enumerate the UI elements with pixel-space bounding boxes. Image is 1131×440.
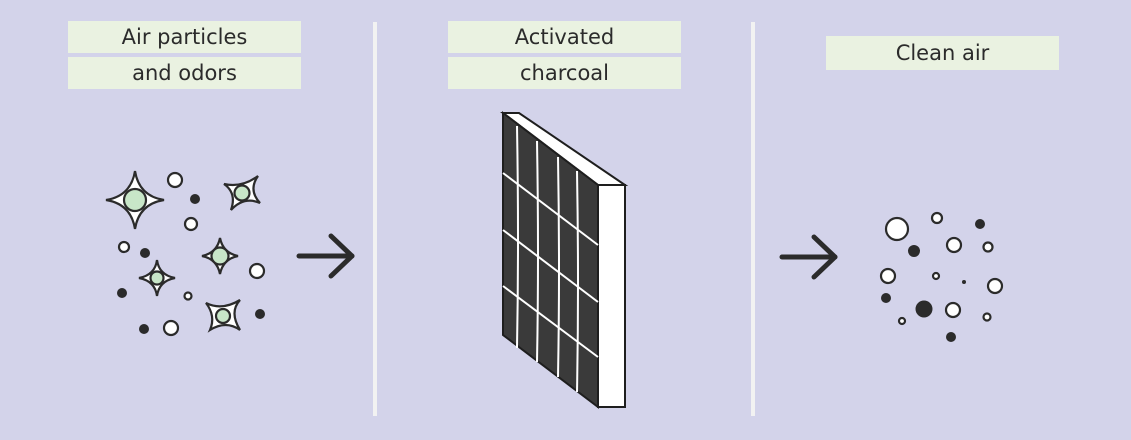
dot-particle-icon bbox=[255, 309, 265, 319]
arrow-right-icon bbox=[779, 234, 838, 280]
dot-particle-icon bbox=[166, 171, 184, 189]
arrow-right-icon bbox=[296, 233, 355, 279]
panel-2-label-line-2: charcoal bbox=[448, 57, 681, 89]
dot-particle-icon bbox=[139, 324, 149, 334]
panel-1-label-line-2: and odors bbox=[68, 57, 301, 89]
dot-particle-icon bbox=[944, 301, 962, 319]
dot-particle-icon bbox=[945, 236, 963, 254]
dot-particle-icon bbox=[982, 312, 992, 322]
dot-particle-icon bbox=[946, 332, 956, 342]
dot-particle-icon bbox=[162, 319, 180, 337]
air-particles-group bbox=[105, 170, 266, 337]
dot-particle-icon bbox=[117, 288, 127, 298]
dot-particle-icon bbox=[248, 262, 266, 280]
dot-particle-icon bbox=[930, 211, 944, 225]
dot-particle-icon bbox=[117, 240, 131, 254]
air-particles-dots bbox=[117, 194, 265, 334]
dot-particle-icon bbox=[183, 291, 193, 301]
dot-particle-icon bbox=[140, 248, 150, 258]
panel-3-label: Clean air bbox=[826, 36, 1059, 70]
sparkle-particle-icon bbox=[138, 259, 176, 297]
dot-particle-icon bbox=[879, 267, 897, 285]
dot-particle-icon bbox=[975, 219, 985, 229]
dot-particle-icon bbox=[897, 316, 907, 326]
dot-particle-icon bbox=[884, 216, 910, 242]
dot-particle-icon bbox=[881, 293, 891, 303]
clean-air-dots bbox=[881, 219, 985, 342]
dot-particle-icon bbox=[915, 300, 933, 318]
dot-particle-icon bbox=[931, 271, 941, 281]
divider-right bbox=[751, 22, 755, 416]
divider-left bbox=[373, 22, 377, 416]
filter-icon bbox=[500, 110, 629, 410]
clean-air-group bbox=[879, 211, 1004, 326]
sparkle-particle-icon bbox=[205, 299, 241, 333]
dot-particle-icon bbox=[962, 280, 966, 284]
dot-particle-icon bbox=[908, 245, 920, 257]
sparkle-particle-icon bbox=[201, 237, 239, 275]
dot-particle-icon bbox=[986, 277, 1004, 295]
panel-2-label-line-1: Activated bbox=[448, 21, 681, 53]
dot-particle-icon bbox=[982, 241, 994, 253]
sparkle-particle-icon bbox=[105, 170, 165, 230]
panel-1-label-line-1: Air particles bbox=[68, 21, 301, 53]
dot-particle-icon bbox=[183, 216, 199, 232]
dot-particle-icon bbox=[190, 194, 200, 204]
sparkle-particle-icon bbox=[223, 175, 261, 211]
